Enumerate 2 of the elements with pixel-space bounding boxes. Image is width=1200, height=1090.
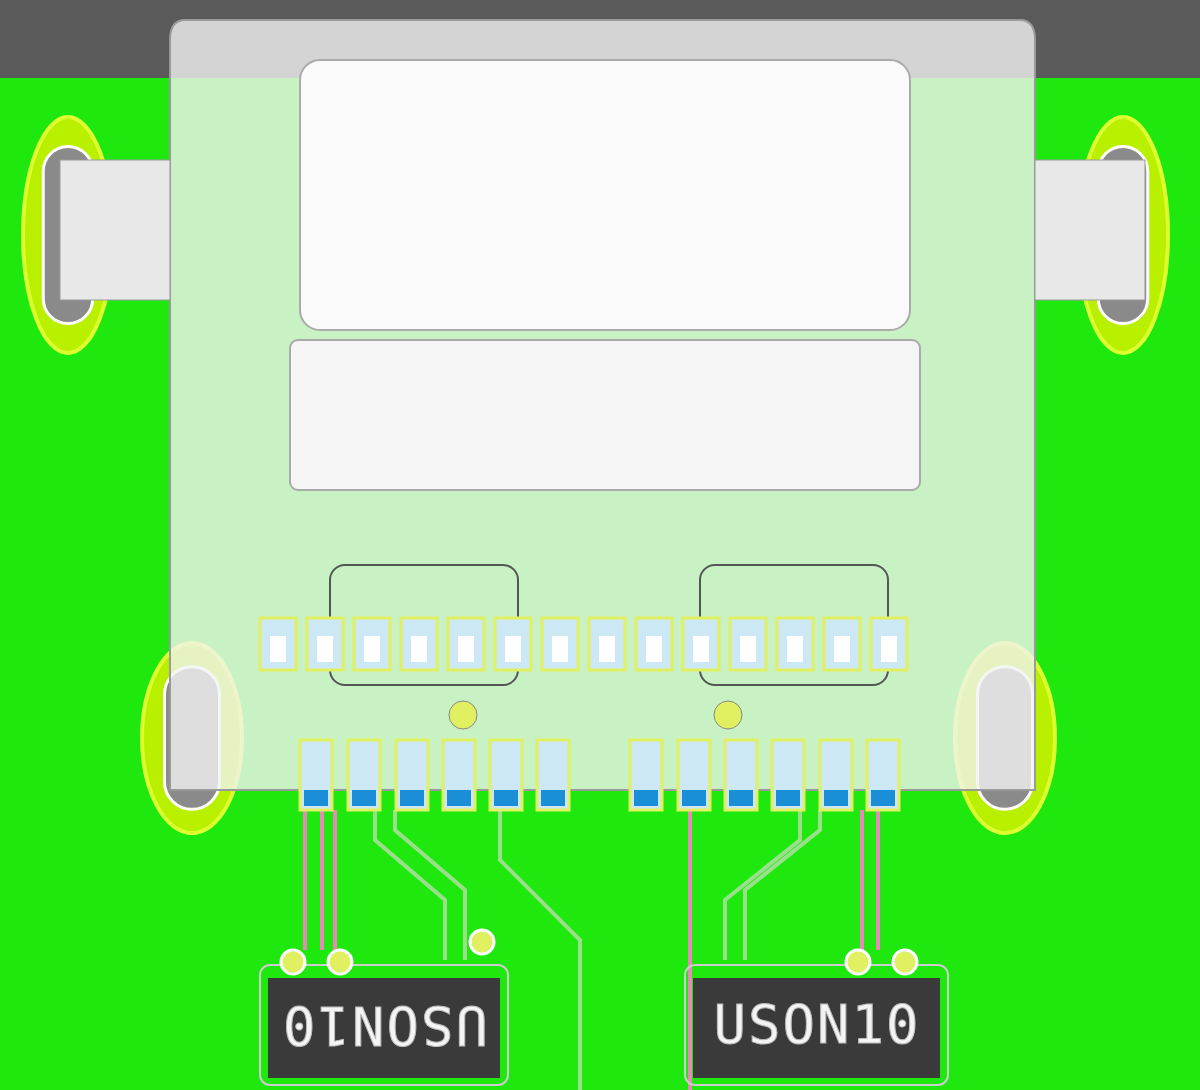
- chip-marking: USON10: [280, 995, 488, 1055]
- chip-marking: USON10: [713, 995, 921, 1055]
